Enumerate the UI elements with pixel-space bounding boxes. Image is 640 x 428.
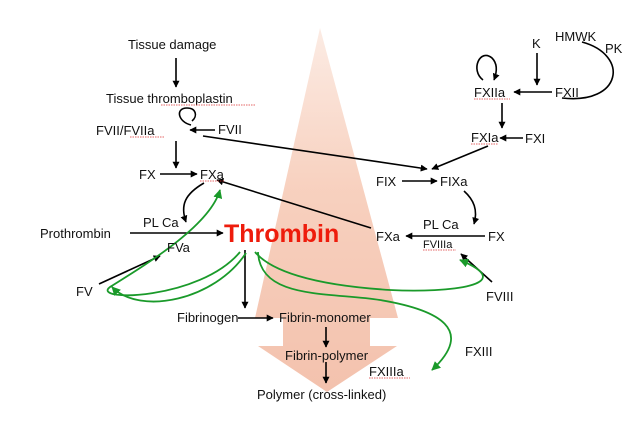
label-fxiiia: FXIIIa xyxy=(369,364,404,379)
label-pl-ca-right: PL Ca xyxy=(423,217,459,232)
arrow-thromboplastin-loop xyxy=(178,107,197,126)
arrow-fxiia-loop xyxy=(476,54,500,81)
green-feedback-thrombin-to-fviii xyxy=(254,251,484,292)
label-pk: PK xyxy=(605,41,623,56)
label-fxa-top: FXa xyxy=(200,167,225,182)
label-pl-ca-left: PL Ca xyxy=(143,215,179,230)
label-fxiia: FXIIa xyxy=(474,85,506,100)
label-prothrombin: Prothrombin xyxy=(40,226,111,241)
background-funnel-arrow xyxy=(255,28,398,392)
label-fixa: FIXa xyxy=(440,174,468,189)
label-fviii: FVIII xyxy=(486,289,513,304)
arrow-fxa-to-fxa-top xyxy=(216,178,372,229)
label-polymer: Polymer (cross-linked) xyxy=(257,387,386,402)
label-fibrin-monomer: Fibrin-monomer xyxy=(279,310,371,325)
label-hmwk: HMWK xyxy=(555,29,596,44)
label-fv: FV xyxy=(76,284,93,299)
label-thrombin: Thrombin xyxy=(224,220,339,248)
label-fvii-fviia: FVII/FVIIa xyxy=(96,123,155,138)
green-feedback-thrombin-to-fxiii xyxy=(257,251,452,371)
label-fx-left: FX xyxy=(139,167,156,182)
arrow-fxia-to-fixa xyxy=(431,145,489,170)
label-fxiii: FXIII xyxy=(465,344,492,359)
arrow-fxa-to-fva xyxy=(180,182,205,223)
label-tissue-thromboplastin: Tissue thromboplastin xyxy=(106,91,233,106)
label-fxa-right: FXa xyxy=(376,229,401,244)
label-fibrinogen: Fibrinogen xyxy=(177,310,238,325)
label-fx-right: FX xyxy=(488,229,505,244)
label-fibrin-polymer: Fibrin-polymer xyxy=(285,348,369,363)
label-fvii: FVII xyxy=(218,122,242,137)
arrow-hmwk-pk-curve xyxy=(561,41,614,100)
label-fxii: FXII xyxy=(555,85,579,100)
label-tissue-damage: Tissue damage xyxy=(128,37,216,52)
arrow-fixa-to-fx xyxy=(463,190,480,225)
label-fxia: FXIa xyxy=(471,130,499,145)
label-fva: FVa xyxy=(167,240,191,255)
arrow-fviia-to-fixa xyxy=(202,135,428,172)
label-fxi: FXI xyxy=(525,131,545,146)
label-k: K xyxy=(532,36,541,51)
label-fix: FIX xyxy=(376,174,397,189)
label-fviiia: FVIIIa xyxy=(423,239,453,251)
green-feedback-thrombin-to-fxa xyxy=(106,189,241,297)
green-feedback-thrombin-to-fv xyxy=(111,252,247,303)
